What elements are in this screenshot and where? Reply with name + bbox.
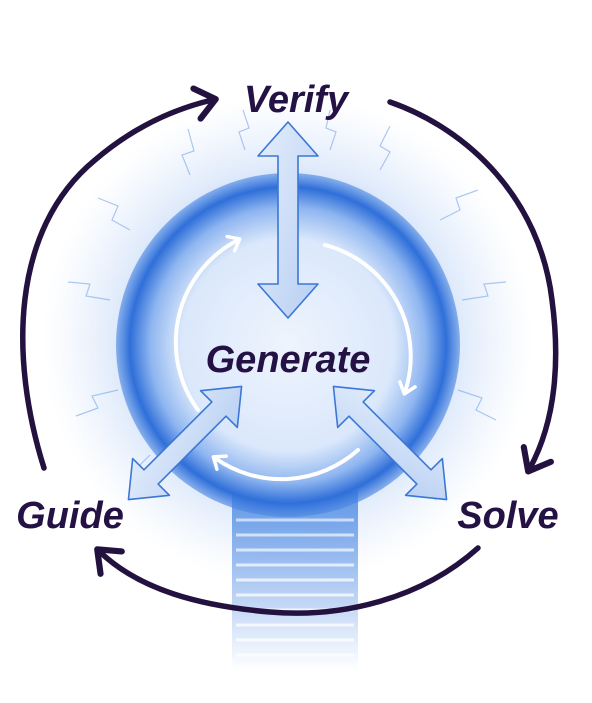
- double-arrow-solve: [332, 385, 448, 501]
- outer-cycle-arrows: [20, 85, 559, 616]
- cycle-arrow-guide-to-verify: [20, 85, 219, 471]
- double-arrows: [127, 121, 448, 501]
- node-label-solve: Solve: [457, 495, 558, 537]
- node-label-guide: Guide: [16, 495, 124, 537]
- double-arrow-guide: [127, 385, 243, 501]
- center-label-generate: Generate: [206, 339, 371, 381]
- cycle-arrow-solve-to-guide: [94, 545, 481, 616]
- inner-cycle-arrows: [173, 234, 417, 482]
- double-arrow-verify: [257, 121, 319, 319]
- cycle-arrow-verify-to-solve: [387, 99, 559, 475]
- node-label-verify: Verify: [244, 79, 350, 121]
